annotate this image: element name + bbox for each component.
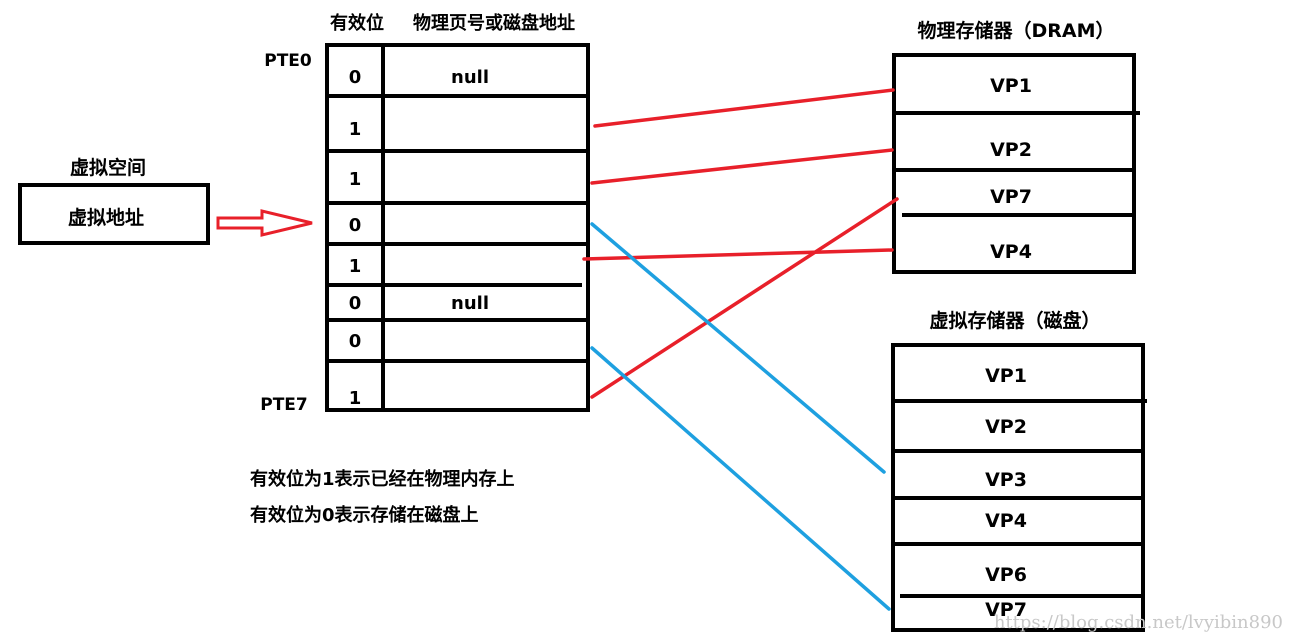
- note-valid-1: 有效位为1表示已经在物理内存上: [250, 468, 515, 490]
- disk-box: [891, 343, 1145, 632]
- disk-title: 虚拟存储器（磁盘）: [929, 309, 1100, 332]
- disk-page-label: VP7: [985, 599, 1027, 621]
- dram-page-label: VP7: [990, 186, 1032, 208]
- pte-address: null: [451, 293, 489, 314]
- virtual-address-box: [18, 183, 210, 245]
- virtual-space-title: 虚拟空间: [70, 156, 146, 179]
- watermark: https://blog.csdn.net/lvyibin890: [994, 612, 1283, 633]
- pte-valid-bit: 0: [349, 331, 362, 352]
- dram-page-label: VP1: [990, 75, 1032, 97]
- pte-valid-header: 有效位: [330, 12, 384, 34]
- mapping-pte6-to-disk-vp7: [590, 346, 891, 611]
- dram-page-label: VP4: [990, 241, 1032, 263]
- pte-valid-bit: 0: [349, 293, 362, 314]
- disk-mapping-lines: [590, 222, 891, 611]
- disk-page-label: VP3: [985, 469, 1027, 491]
- virtual-address-label: 虚拟地址: [68, 206, 144, 229]
- disk-page-label: VP2: [985, 416, 1027, 438]
- disk-page-label: VP1: [985, 365, 1027, 387]
- mapping-pte7-to-dram-vp7: [590, 197, 899, 399]
- pte-ppn-header: 物理页号或磁盘地址: [413, 12, 575, 34]
- lookup-arrow: [216, 209, 313, 237]
- pte7-label: PTE7: [260, 395, 308, 415]
- mapping-pte3-to-disk-vp3: [590, 222, 886, 474]
- mapping-pte4-to-dram-vp4: [582, 248, 894, 261]
- dram-mapping-lines: [582, 88, 899, 399]
- page-table-box: [325, 43, 590, 412]
- pte-valid-bit: 0: [349, 67, 362, 88]
- page-table-rows: 0 null 1 1 0 1 0 null 0 1: [349, 67, 489, 409]
- disk-page-label: VP6: [985, 564, 1027, 586]
- mapping-pte1-to-dram-vp1: [593, 88, 895, 128]
- note-valid-0: 有效位为0表示存储在磁盘上: [250, 504, 479, 526]
- pte0-label: PTE0: [264, 51, 312, 71]
- dram-box: [892, 53, 1136, 274]
- dram-title: 物理存储器（DRAM）: [917, 19, 1114, 42]
- pte-address: null: [451, 67, 489, 88]
- pte-valid-bit: 1: [349, 256, 362, 277]
- dram-page-label: VP2: [990, 139, 1032, 161]
- pte-valid-bit: 1: [349, 388, 362, 409]
- pte-valid-bit: 0: [349, 215, 362, 236]
- disk-page-label: VP4: [985, 510, 1027, 532]
- pte-valid-bit: 1: [349, 169, 362, 190]
- pte-valid-bit: 1: [349, 119, 362, 140]
- mapping-pte2-to-dram-vp2: [590, 148, 894, 185]
